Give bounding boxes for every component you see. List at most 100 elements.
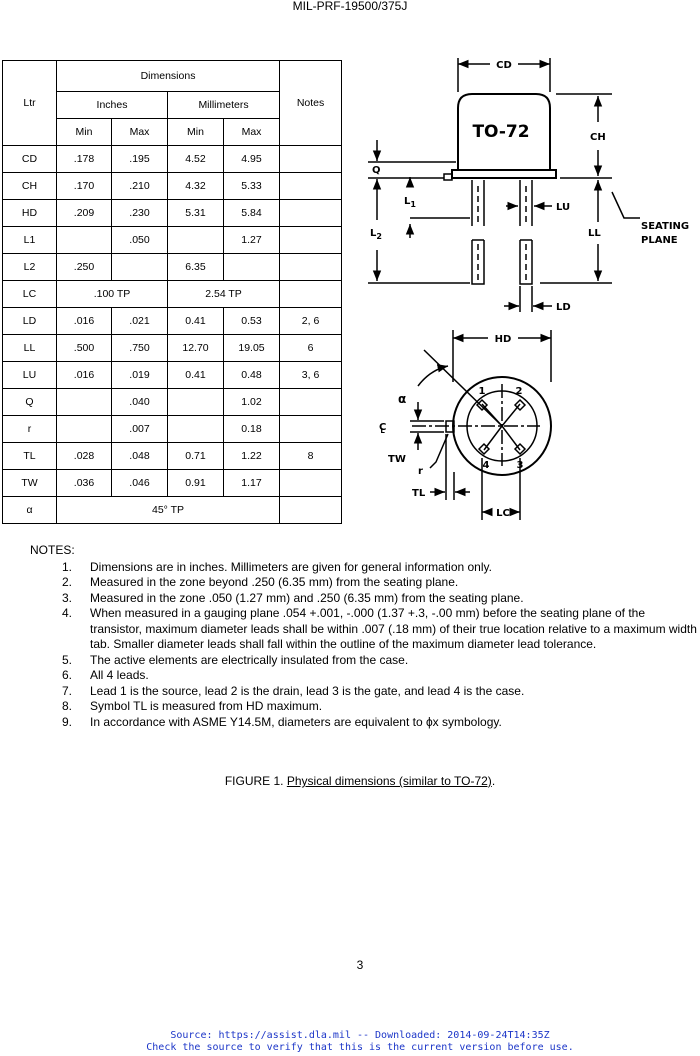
header-mm-max: Max — [222, 118, 281, 146]
cell-inches-min: .209 — [56, 199, 112, 227]
cell-mm-max: 19.05 — [222, 334, 281, 362]
cell-inches-min — [56, 226, 112, 254]
note-item: 8.Symbol TL is measured from HD maximum. — [30, 699, 700, 715]
cell-mm-min: 0.41 — [167, 307, 224, 335]
cell-inches-max: .210 — [111, 172, 168, 200]
label-ch: CH — [590, 132, 606, 143]
cell-inches-max: .750 — [111, 334, 168, 362]
notes-section: NOTES: 1.Dimensions are in inches. Milli… — [30, 543, 700, 730]
label-r: r — [418, 466, 423, 477]
cell-mm-max — [222, 253, 281, 281]
dimensions-table-body: Ltr Dimensions Notes Inches Millimeters … — [2, 60, 343, 524]
cell-inches-max: .195 — [111, 145, 168, 173]
cell-inches-span: .100 TP — [56, 280, 168, 308]
header-millimeters: Millimeters — [166, 91, 281, 119]
notes-list: 1.Dimensions are in inches. Millimeters … — [30, 560, 700, 731]
cell-mm-max: 1.17 — [222, 469, 281, 497]
cell-notes — [279, 496, 343, 524]
label-q: Q — [372, 165, 381, 176]
cell-inches-min — [56, 388, 112, 416]
cell-mm-min: 0.91 — [167, 469, 224, 497]
table-header-row-3: Min Max Min Max — [3, 118, 342, 146]
cell-notes: 6 — [279, 334, 343, 362]
label-lead-1: 1 — [479, 386, 486, 397]
cell-mm-max: 5.84 — [222, 199, 281, 227]
cell-inches-min: .016 — [56, 361, 112, 389]
figure-caption: FIGURE 1. Physical dimensions (similar t… — [0, 774, 700, 788]
cell-notes — [279, 145, 343, 173]
cell-notes: 3, 6 — [279, 361, 343, 389]
cell-mm-max: 1.22 — [222, 442, 281, 470]
document-id-header: MIL-PRF-19500/375J — [292, 0, 408, 13]
note-item: 9.In accordance with ASME Y14.5M, diamet… — [30, 715, 700, 731]
cell-notes — [279, 253, 343, 281]
label-lead-2: 2 — [516, 386, 523, 397]
cell-mm-min — [167, 226, 224, 254]
note-number: 6. — [62, 668, 73, 682]
cell-ltr: CD — [2, 145, 57, 173]
dimensions-table: Ltr Dimensions Notes Inches Millimeters … — [2, 60, 343, 524]
header-ltr: Ltr — [2, 60, 57, 146]
label-l2: L2 — [370, 228, 382, 241]
cell-ltr: LL — [2, 334, 57, 362]
bottom-view — [410, 330, 552, 520]
cell-ltr: L2 — [2, 253, 57, 281]
cell-mm-min: 0.41 — [167, 361, 224, 389]
note-text: When measured in a gauging plane .054 +.… — [90, 606, 697, 651]
cell-mm-min: 0.71 — [167, 442, 224, 470]
cell-mm-min: 4.52 — [167, 145, 224, 173]
note-number: 7. — [62, 683, 73, 698]
cell-inches-min: .500 — [56, 334, 112, 362]
note-text: Lead 1 is the source, lead 2 is the drai… — [90, 683, 525, 698]
table-header-row-1: Ltr Dimensions Notes — [2, 60, 343, 146]
cell-inches-max: .050 — [111, 226, 168, 254]
cell-inches-max — [111, 253, 168, 281]
cell-inches-min: .036 — [56, 469, 112, 497]
cell-notes — [279, 226, 343, 254]
cell-ltr: TW — [2, 469, 57, 497]
table-header-row-2: Inches Millimeters — [3, 91, 342, 119]
cell-inches-min: .250 — [56, 253, 112, 281]
cell-ltr: L1 — [2, 226, 57, 254]
label-cd: CD — [496, 60, 512, 71]
note-number: 3. — [62, 590, 73, 605]
header-mm-min: Min — [167, 118, 224, 146]
figure-prefix: FIGURE 1. — [224, 774, 287, 788]
cell-mm-min — [167, 415, 224, 443]
cell-inches-min: .178 — [56, 145, 112, 173]
cell-inches-max: .021 — [111, 307, 168, 335]
label-alpha: α — [398, 392, 406, 406]
cell-span-all: 45° TP — [55, 496, 281, 524]
label-ll: LL — [588, 228, 601, 239]
note-text: The active elements are electrically ins… — [90, 652, 409, 667]
notes-title: NOTES: — [30, 543, 75, 557]
cell-ltr: LD — [2, 307, 57, 335]
to72-package-drawing: CD TO-72 CH Q L1 L2 LU LL SEATING PLANE … — [368, 58, 689, 520]
note-text: In accordance with ASME Y14.5M, diameter… — [90, 714, 502, 729]
label-to72: TO-72 — [472, 122, 529, 142]
cell-ltr: CH — [2, 172, 57, 200]
cell-mm-min — [167, 388, 224, 416]
cell-notes: 2, 6 — [279, 307, 343, 335]
header-inches: Inches — [56, 91, 168, 119]
note-item: 7. Lead 1 is the source, lead 2 is the dr… — [30, 684, 700, 700]
cell-inches-max: .007 — [111, 415, 168, 443]
cell-inches-max: .048 — [111, 442, 168, 470]
note-text: All 4 leads. — [90, 668, 149, 682]
source-line-2: Check the source to verify that this is … — [146, 1042, 574, 1053]
page-number: 3 — [356, 958, 364, 972]
cell-notes — [279, 388, 343, 416]
note-text: Measured in the zone beyond .250 (6.35 m… — [90, 575, 459, 589]
source-line-1: Source: https://assist.dla.mil -- Downlo… — [170, 1030, 550, 1041]
cell-mm-span: 2.54 TP — [166, 280, 281, 308]
note-item: 2.Measured in the zone beyond .250 (6.35… — [30, 575, 700, 591]
cell-notes — [279, 280, 343, 308]
figure-suffix: . — [491, 774, 496, 788]
cell-inches-min: .016 — [56, 307, 112, 335]
